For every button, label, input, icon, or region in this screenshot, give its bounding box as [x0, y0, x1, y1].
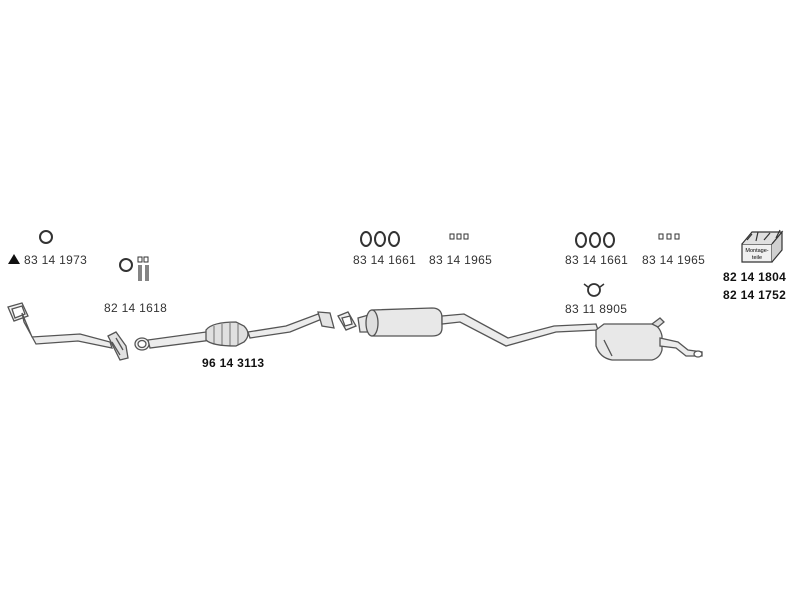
part-number-hangers-rear: 83 14 1661	[565, 253, 629, 267]
part-number-catalytic-converter: 96 14 3113	[202, 356, 265, 370]
part-number-mounting-kit-1: 82 14 1804	[723, 270, 787, 284]
part-number-gasket-front: 83 14 1973	[24, 253, 88, 267]
box-label-line1: Montage-	[745, 248, 768, 254]
middle-silencer	[357, 307, 443, 337]
rubber-hangers-icon	[360, 231, 400, 247]
front-pipe	[21, 312, 113, 349]
rear-pipe	[441, 313, 599, 347]
warning-triangle-icon	[8, 254, 20, 264]
part-number-clamp-kit-front: 82 14 1618	[104, 301, 168, 315]
part-number-clips-middle: 83 14 1965	[429, 253, 493, 267]
gasket-ring-icon	[39, 230, 53, 244]
pipe-to-cat	[147, 331, 213, 349]
clamp-icon	[583, 283, 605, 297]
box-label-line2: teile	[752, 255, 762, 261]
front-flex-joint	[107, 331, 129, 361]
rear-silencer	[595, 323, 663, 361]
part-number-mounting-kit-2: 82 14 1752	[723, 288, 787, 302]
catalytic-converter	[205, 321, 249, 347]
connector	[317, 311, 335, 329]
mid-pipe	[247, 313, 324, 339]
part-number-hangers-middle: 83 14 1661	[353, 253, 417, 267]
part-number-clamp-rear: 83 11 8905	[565, 302, 628, 316]
exhaust-assembly	[7, 302, 703, 361]
clamp-kit-icon	[119, 256, 149, 281]
clips-rear-icon	[658, 233, 680, 240]
clips-icon	[449, 233, 469, 240]
part-number-clips-rear: 83 14 1965	[642, 253, 706, 267]
mounting-parts-box-icon: Montage- teile	[741, 229, 784, 263]
tail-pipe	[659, 337, 703, 357]
rubber-hangers-rear-icon	[575, 232, 615, 248]
